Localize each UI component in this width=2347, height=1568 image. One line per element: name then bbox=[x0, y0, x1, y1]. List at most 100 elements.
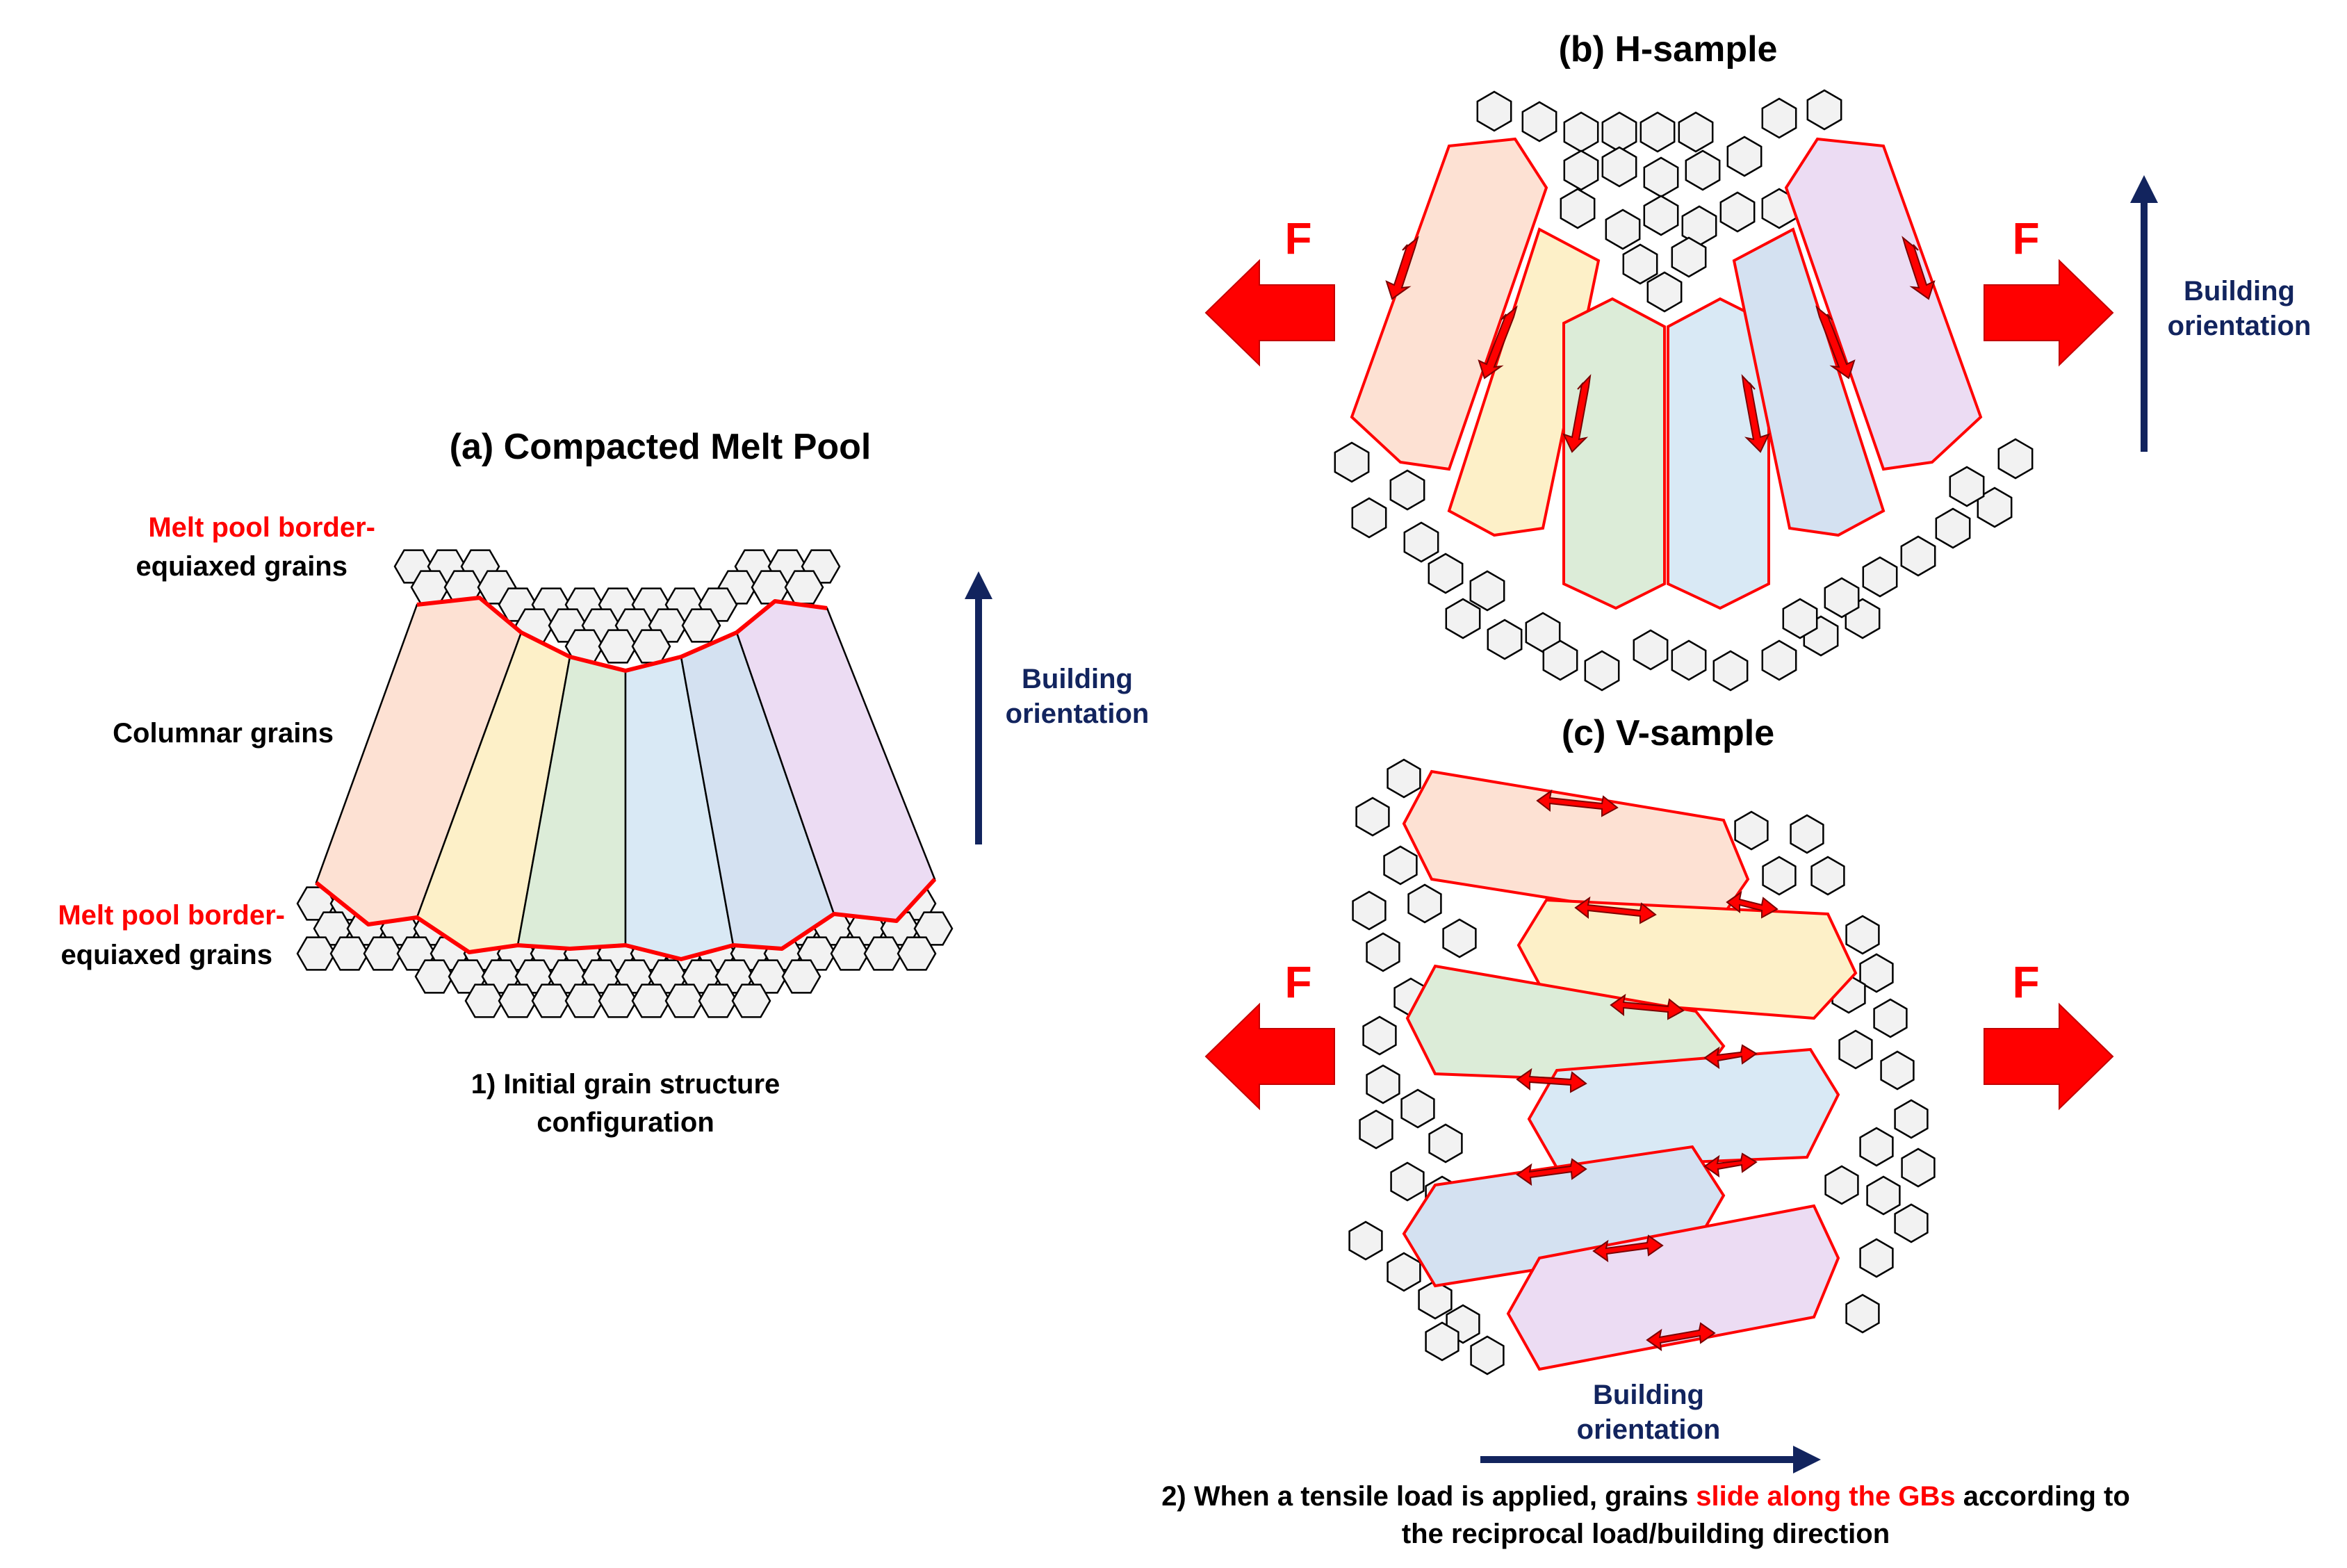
bottom-border-label-black: equiaxed grains bbox=[60, 940, 272, 970]
equiaxed-grain bbox=[1845, 915, 1880, 955]
equiaxed-grain bbox=[1862, 556, 1898, 598]
top-border-label-black: equiaxed grains bbox=[136, 551, 347, 582]
slide-arrow-c5 bbox=[1703, 1044, 1758, 1070]
equiaxed-grain bbox=[863, 936, 903, 971]
equiaxed-grain bbox=[1900, 535, 1936, 577]
equiaxed-grain bbox=[1726, 136, 1763, 177]
equiaxed-grain bbox=[1762, 856, 1797, 896]
slide-arrow-c6 bbox=[1516, 1068, 1587, 1093]
equiaxed-grain bbox=[1470, 1335, 1505, 1375]
equiaxed-grain bbox=[1633, 629, 1669, 671]
equiaxed-grain bbox=[1403, 521, 1439, 563]
melt-pool-border-bottom bbox=[315, 877, 937, 961]
columnar-grains-a bbox=[315, 596, 937, 961]
panel-a: (a) Compacted Melt Pool Melt pool border… bbox=[58, 427, 1149, 1138]
equiaxed-grain bbox=[598, 983, 638, 1018]
equiaxed-grain bbox=[464, 983, 505, 1018]
columnar-grains-b bbox=[1350, 137, 1983, 610]
equiaxed-grain bbox=[1845, 1293, 1880, 1334]
equiaxed-grain bbox=[1352, 890, 1387, 931]
slide-arrow-c2 bbox=[1574, 896, 1657, 924]
columnar-grain-c4 bbox=[1527, 1047, 1840, 1170]
equiaxed-grain bbox=[531, 983, 571, 1018]
equiaxed-grain bbox=[1873, 998, 1908, 1038]
equiaxed-grain bbox=[1810, 856, 1845, 896]
equiaxed-grain bbox=[414, 959, 455, 994]
equiaxed-grain bbox=[897, 936, 937, 971]
equiaxed-grain bbox=[498, 983, 538, 1018]
equiaxed-grain bbox=[1383, 845, 1418, 885]
equiaxed-grain bbox=[1387, 1252, 1421, 1292]
equiaxed-grain bbox=[1866, 1175, 1901, 1216]
equiaxed-grain bbox=[1761, 639, 1797, 681]
panel-a-title: (a) Compacted Melt Pool bbox=[450, 427, 872, 467]
equiaxed-grain bbox=[1563, 111, 1599, 153]
equiaxed-grain bbox=[1521, 101, 1557, 142]
equiaxed-grain bbox=[1949, 466, 1985, 507]
equiaxed-grain bbox=[1366, 1064, 1400, 1104]
equiaxed-grain bbox=[1407, 883, 1442, 924]
equiaxed-grain bbox=[1901, 1148, 1936, 1188]
equiaxed-grain bbox=[1387, 758, 1421, 799]
equiaxed-grain bbox=[1734, 810, 1769, 851]
building-orientation-b-line1: Building bbox=[2184, 276, 2295, 307]
slide-arrows-b bbox=[1385, 236, 1936, 453]
equiaxed-grain bbox=[329, 936, 370, 971]
equiaxed-grain bbox=[698, 983, 738, 1018]
columnar-grain-c2 bbox=[1516, 898, 1858, 1020]
equiaxed-grain bbox=[1859, 953, 1894, 993]
building-orientation-c-line2: orientation bbox=[1577, 1414, 1721, 1445]
force-arrow-left-c bbox=[1204, 1002, 1335, 1111]
equiaxed-grain bbox=[1428, 1123, 1463, 1163]
equiaxed-grain bbox=[1390, 1161, 1425, 1202]
equiaxed-grain bbox=[1476, 90, 1512, 132]
equiaxed-grain bbox=[1790, 814, 1824, 854]
force-arrow-left-b bbox=[1204, 259, 1335, 367]
equiaxed-grain bbox=[598, 629, 638, 664]
equiaxed-grain bbox=[631, 629, 671, 664]
building-orientation-a-line2: orientation bbox=[1006, 699, 1150, 729]
equiaxed-grain bbox=[564, 983, 605, 1018]
equiaxed-grain bbox=[1445, 598, 1481, 639]
force-label-left-b: F bbox=[1284, 213, 1311, 263]
panel-c: (c) V-sample F F Building orient bbox=[1161, 713, 2130, 1549]
equiaxed-grain bbox=[1719, 191, 1756, 233]
equiaxed-grain bbox=[1605, 209, 1641, 250]
equiaxed-grain bbox=[1389, 469, 1425, 511]
slide-arrow-c9 bbox=[1592, 1234, 1664, 1263]
columnar-grains-c bbox=[1402, 769, 1858, 1371]
columnar-grains-label: Columnar grains bbox=[113, 718, 334, 749]
building-orientation-c-line1: Building bbox=[1593, 1380, 1704, 1410]
equiaxed-grain bbox=[1824, 1165, 1859, 1205]
equiaxed-grain bbox=[1348, 1220, 1383, 1261]
equiaxed-grain bbox=[1560, 188, 1596, 229]
equiaxed-grain bbox=[681, 608, 721, 643]
equiaxed-grain bbox=[1782, 598, 1818, 639]
equiaxed-grain bbox=[1601, 111, 1637, 153]
panel-c-title: (c) V-sample bbox=[1562, 713, 1774, 753]
equiaxed-grain bbox=[1639, 111, 1676, 153]
equiaxed-grain bbox=[1671, 639, 1707, 681]
equiaxed-grain bbox=[1542, 639, 1578, 681]
equiaxed-grain bbox=[1355, 797, 1390, 837]
slide-arrow-b5 bbox=[1815, 305, 1856, 379]
equiaxed-grain bbox=[1894, 1099, 1929, 1139]
slide-arrow-b3 bbox=[1562, 374, 1592, 453]
panel-b-title: (b) H-sample bbox=[1559, 29, 1778, 70]
equiaxed-grain bbox=[1678, 111, 1714, 153]
equiaxed-grain bbox=[1400, 1088, 1435, 1129]
slide-arrow-c10 bbox=[1646, 1322, 1716, 1352]
equiaxed-grain bbox=[363, 936, 403, 971]
slide-arrow-b2 bbox=[1478, 305, 1518, 379]
equiaxed-grain bbox=[1712, 650, 1749, 692]
equiaxed-grains-c bbox=[1348, 758, 1936, 1375]
melt-pool-border-top bbox=[416, 596, 828, 673]
caption-2-line2: the reciprocal load/building direction bbox=[1402, 1519, 1890, 1549]
equiaxed-grain bbox=[1622, 243, 1658, 285]
equiaxed-grain bbox=[1442, 918, 1477, 958]
equiaxed-grain bbox=[410, 570, 450, 605]
slide-arrow-c1 bbox=[1536, 789, 1619, 817]
columnar-grain-b2 bbox=[1447, 227, 1601, 537]
caption-2-line1: 2) When a tensile load is applied, grain… bbox=[1161, 1481, 2130, 1512]
